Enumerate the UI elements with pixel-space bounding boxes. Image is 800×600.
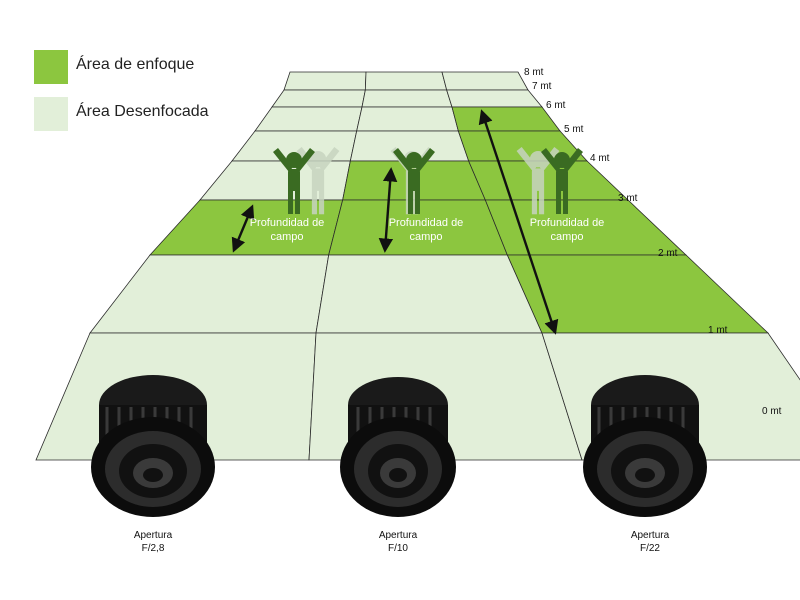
distance-label: 4 mt bbox=[590, 153, 610, 164]
double-arrow-icon bbox=[231, 204, 255, 253]
double-arrow-icon bbox=[378, 167, 398, 253]
grid-cell-out-of-focus bbox=[441, 71, 529, 91]
distance-label: 6 mt bbox=[546, 100, 566, 111]
aperture-title: Apertura bbox=[630, 530, 670, 541]
legend-label-unfocus: Área Desenfocada bbox=[76, 103, 209, 120]
grid-cell-in-focus bbox=[468, 160, 630, 201]
aperture-value: F/2,8 bbox=[141, 543, 165, 554]
grid-cell-out-of-focus bbox=[361, 89, 453, 108]
depth-of-field-label: Profundidad de campo bbox=[249, 217, 325, 243]
legend-swatch-unfocus bbox=[34, 97, 68, 131]
distance-label: 1 mt bbox=[708, 325, 728, 336]
depth-of-field-label: Profundidad de campo bbox=[388, 217, 464, 243]
aperture-label-f22: Apertura F/22 bbox=[590, 529, 710, 555]
distance-label: 3 mt bbox=[618, 193, 638, 204]
grid-cell-out-of-focus bbox=[364, 71, 448, 91]
double-arrow-icon bbox=[478, 109, 559, 335]
grid-cell-out-of-focus bbox=[89, 254, 330, 334]
aperture-label-f10: Apertura F/10 bbox=[338, 529, 458, 555]
distance-label: 0 mt bbox=[762, 406, 782, 417]
grid-cell-out-of-focus bbox=[356, 106, 459, 132]
camera-lens-icon bbox=[91, 375, 215, 517]
distance-label: 7 mt bbox=[532, 81, 552, 92]
grid-cell-out-of-focus bbox=[283, 71, 367, 91]
aperture-value: F/22 bbox=[639, 543, 660, 554]
camera-lens-icon bbox=[583, 375, 707, 517]
grid-cell-out-of-focus bbox=[271, 89, 366, 108]
aperture-label-f2-8: Apertura F/2,8 bbox=[93, 529, 213, 555]
grid-cell-in-focus bbox=[506, 254, 770, 334]
aperture-title: Apertura bbox=[133, 530, 173, 541]
grid-cell-out-of-focus bbox=[446, 89, 543, 108]
grid-cell-out-of-focus bbox=[315, 254, 543, 334]
aperture-value: F/10 bbox=[387, 543, 408, 554]
grid-cell-in-focus bbox=[451, 106, 561, 132]
depth-of-field-label: Profundidad de campo bbox=[529, 217, 605, 243]
legend-swatch-focus bbox=[34, 50, 68, 84]
distance-label: 2 mt bbox=[658, 248, 678, 259]
distance-label: 8 mt bbox=[524, 67, 544, 78]
aperture-title: Apertura bbox=[378, 530, 418, 541]
grid-cell-out-of-focus bbox=[254, 106, 363, 132]
grid-cell-out-of-focus bbox=[199, 160, 351, 201]
legend-label-focus: Área de enfoque bbox=[76, 56, 195, 73]
distance-label: 5 mt bbox=[564, 124, 584, 135]
camera-lens-icon bbox=[340, 377, 456, 517]
